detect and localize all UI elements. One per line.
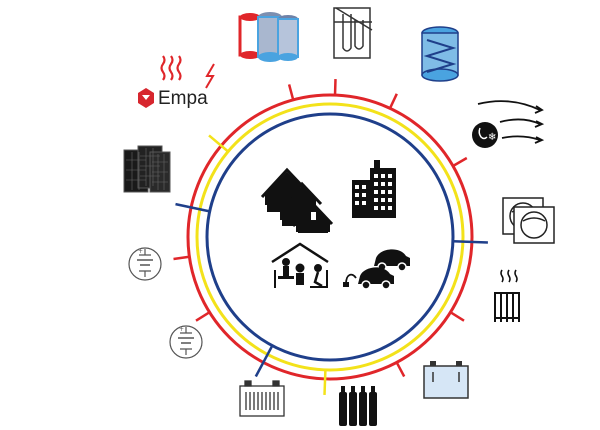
electricity-ring — [186, 93, 474, 381]
test-tubes-icon — [333, 7, 373, 59]
gas-cylinders-icon — [339, 386, 377, 426]
empa-logo: Empa — [138, 88, 208, 109]
heat-pump-connector — [452, 240, 488, 244]
residential-houses-icon — [260, 167, 334, 233]
solar-panels-icon — [123, 145, 171, 193]
storage-tanks-connector — [287, 84, 295, 101]
heat-exchanger-tank-icon — [421, 26, 459, 82]
test-tubes-connector — [333, 79, 337, 96]
heat-ring — [195, 102, 465, 372]
radiator-icon — [494, 269, 520, 322]
gas-cylinders-connector — [323, 369, 327, 395]
heat-generator-connector — [208, 134, 229, 153]
network-rings — [186, 93, 474, 381]
people-activity-icon — [271, 242, 329, 288]
capacitor-connector — [195, 311, 211, 322]
heat-exchanger-tank-connector — [388, 93, 398, 109]
battery-icon — [423, 361, 469, 399]
svg-text:❄: ❄ — [488, 132, 496, 143]
svg-text:+: + — [179, 326, 184, 333]
battery-rack-connector — [254, 345, 274, 378]
capacitor-connector — [173, 255, 190, 261]
connector-ticks — [173, 79, 488, 395]
gas-ring — [205, 112, 455, 362]
brand-name: Empa — [158, 88, 208, 109]
weather-sensor-icon: ❄ — [472, 100, 545, 148]
capacitor-icon: + — [128, 247, 162, 281]
svg-text:+: + — [138, 248, 143, 255]
solar-panels-connector — [175, 202, 210, 213]
capacitor-icon: + — [169, 325, 203, 359]
heat-pump-icon — [502, 197, 555, 244]
heat-generator-icon — [160, 55, 215, 89]
radiator-connector — [449, 311, 465, 322]
office-buildings-icon — [352, 160, 396, 218]
battery-connector — [395, 361, 406, 378]
storage-tanks-icon — [238, 12, 299, 62]
electric-cars-icon — [343, 249, 410, 290]
battery-rack-icon — [239, 380, 285, 417]
weather-sensor-connector — [452, 156, 468, 168]
